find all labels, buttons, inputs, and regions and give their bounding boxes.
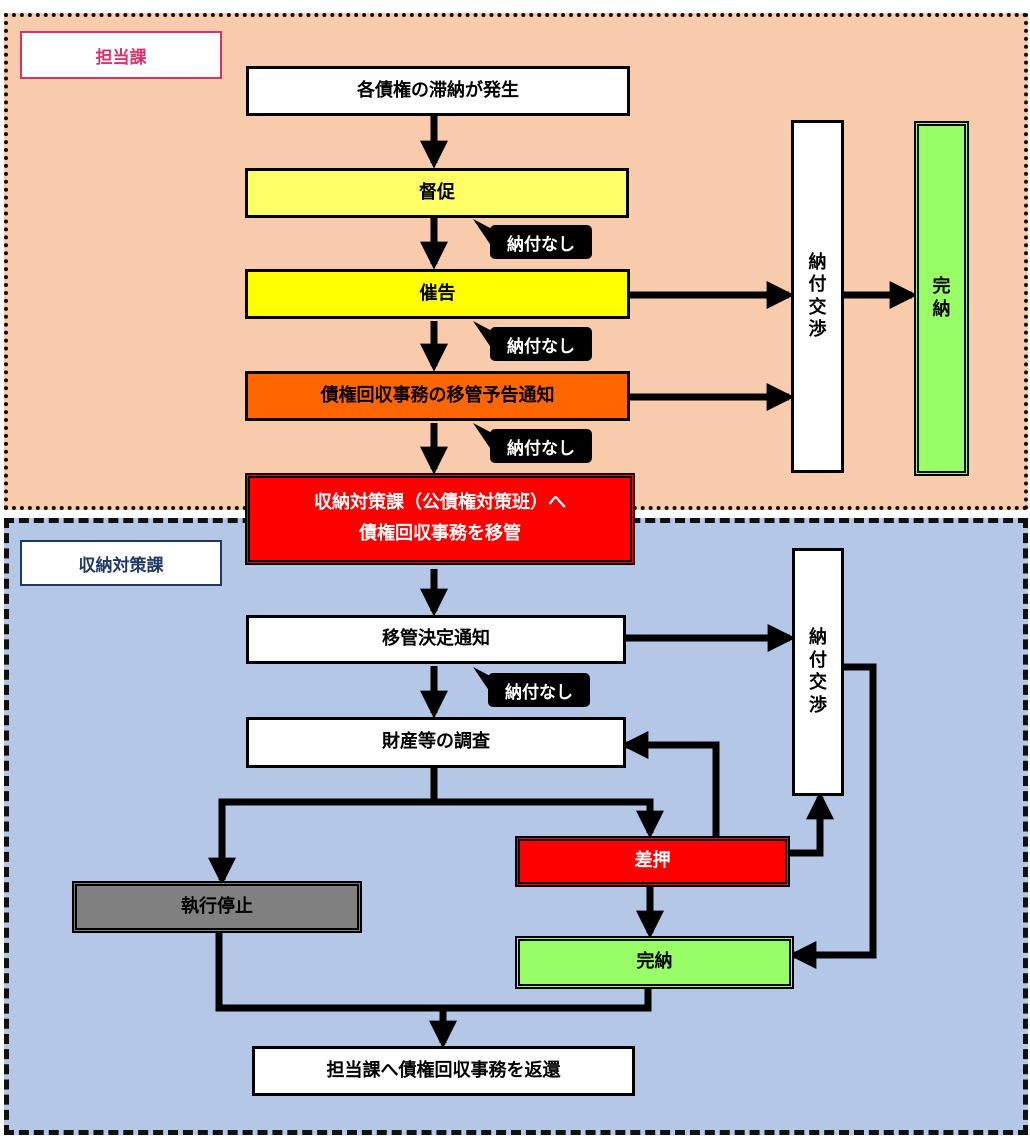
negotiation-bottom-box: 納 付 交 渉 [792, 548, 844, 796]
stay-execution-box: 執行停止 [72, 881, 362, 933]
transfer-line-2: 債権回収事務を移管 [359, 523, 521, 544]
shuunou-taisakuka-label: 収納対策課 [20, 540, 222, 586]
asset-investigation-box: 財産等の調査 [246, 717, 626, 768]
paid-top-char: 完 [932, 276, 951, 297]
transfer-notice-box: 債権回収事務の移管予告通知 [245, 371, 630, 421]
seizure-box: 差押 [515, 836, 790, 887]
negotiation-top-char: 付 [808, 274, 827, 295]
tantouka-label: 担当課 [20, 31, 222, 79]
negotiation-bottom-char: 付 [809, 649, 827, 671]
no-payment-bubble: 納付なし [488, 673, 590, 707]
negotiation-top-char: 渉 [808, 319, 827, 340]
no-payment-bubble: 納付なし [490, 327, 592, 361]
transfer-box: 収納対策課（公債権対策班）へ 債権回収事務を移管 [245, 473, 635, 565]
negotiation-top-char: 交 [808, 296, 827, 318]
no-payment-bubble: 納付なし [490, 225, 592, 259]
no-payment-bubble: 納付なし [490, 429, 592, 463]
negotiation-bottom-char: 渉 [809, 694, 827, 716]
transfer-decision-box: 移管決定通知 [246, 615, 626, 664]
negotiation-top-char: 納 [808, 251, 827, 273]
demand-box: 督促 [245, 168, 629, 218]
paid-top-char: 納 [932, 298, 951, 320]
transfer-line-1: 収納対策課（公債権対策班）へ [314, 492, 566, 514]
paid-top-box: 完 納 [914, 121, 969, 476]
negotiation-bottom-char: 交 [809, 672, 827, 693]
warning-box: 催告 [245, 269, 630, 319]
delinquency-box: 各債権の滞納が発生 [246, 66, 630, 116]
return-box: 担当課へ債権回収事務を返還 [252, 1046, 635, 1096]
full-payment-bottom-box: 完納 [515, 936, 794, 989]
negotiation-bottom-char: 納 [809, 627, 827, 648]
negotiation-top-box: 納 付 交 渉 [791, 120, 844, 473]
